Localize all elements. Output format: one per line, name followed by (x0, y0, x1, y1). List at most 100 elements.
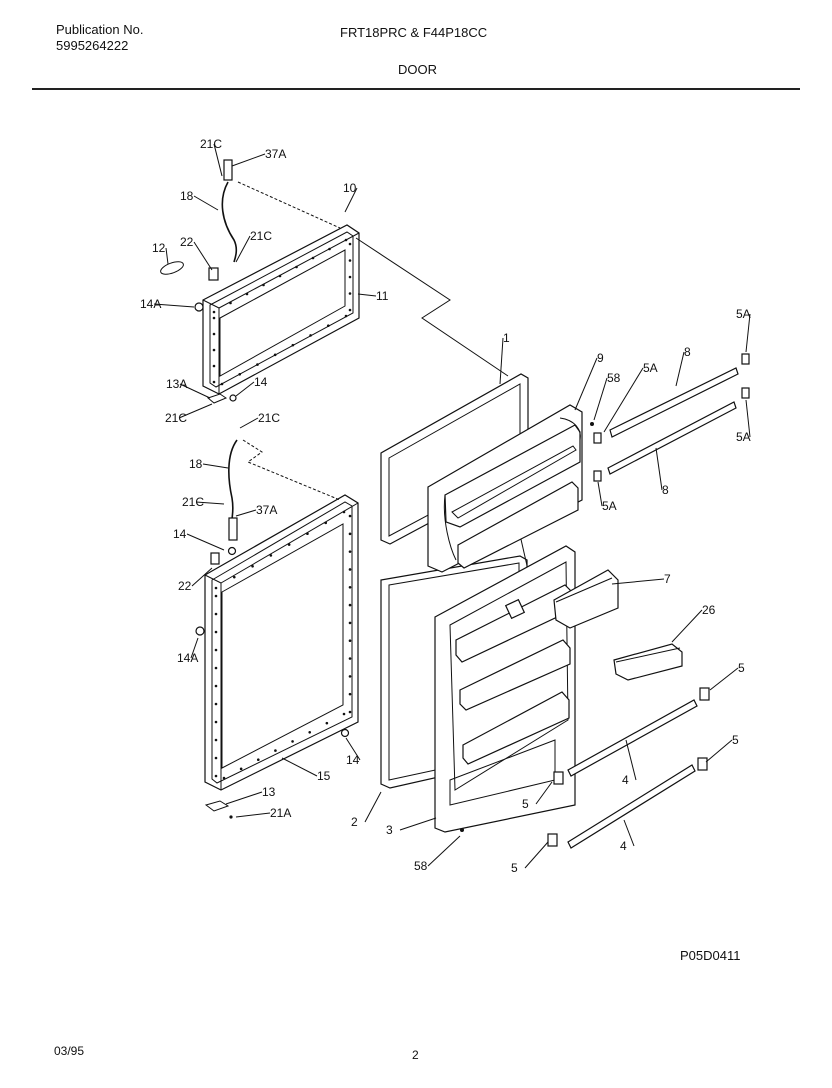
callout-58: 58 (414, 859, 428, 873)
callout-37a: 37A (265, 147, 286, 161)
callout-22: 22 (180, 235, 194, 249)
screw-hole (328, 247, 331, 251)
screw-hole (309, 334, 312, 337)
leader-line-1 (355, 237, 509, 377)
leader-26 (186, 533, 225, 551)
hinge-pin-upper (223, 159, 233, 181)
screw-hole (214, 720, 218, 724)
end-cap-5-2 (697, 757, 708, 771)
screw-14a-lower (195, 626, 205, 636)
leader-21 (655, 447, 663, 491)
leader-37 (235, 812, 271, 818)
screw-hole (214, 630, 218, 634)
leader-5 (165, 247, 169, 265)
bracket-13a (206, 393, 228, 404)
callout-18: 18 (180, 189, 194, 203)
leader-11 (235, 381, 255, 397)
screw-hole (239, 767, 243, 771)
callout-5a: 5A (736, 307, 751, 321)
callout-10: 10 (343, 181, 357, 195)
gasket-ring (160, 261, 184, 275)
publication-number: 5995264222 (56, 38, 129, 53)
trim-rail-4-lower (567, 764, 696, 849)
callout-5: 5 (522, 797, 529, 811)
screw-hole (214, 774, 218, 778)
callout-58: 58 (607, 371, 621, 385)
leader-39 (399, 817, 437, 831)
leader-6 (193, 241, 213, 271)
leader-17 (603, 367, 644, 433)
screw-58-lower (460, 828, 464, 832)
end-cap-5a-2 (741, 387, 750, 399)
callout-9: 9 (597, 351, 604, 365)
screw-hole (291, 740, 294, 743)
leader-20 (745, 399, 751, 438)
callout-5a: 5A (643, 361, 658, 375)
end-cap-5a-3 (593, 432, 602, 444)
screw-hole (214, 594, 218, 598)
screw-hole (348, 621, 352, 625)
leader-35 (625, 739, 637, 781)
end-cap-5-1 (699, 687, 710, 701)
leader-40 (535, 781, 553, 805)
screw-hole (214, 756, 218, 760)
egg-tray (613, 643, 683, 681)
leader-43 (524, 841, 549, 869)
screw-hole (245, 292, 249, 296)
hinge-pin-lower (228, 517, 238, 541)
washer-14-lower-bottom (340, 728, 350, 738)
callout-14: 14 (346, 753, 360, 767)
screw-hole (269, 554, 273, 557)
section-title: DOOR (398, 62, 437, 77)
leader-22 (597, 481, 603, 507)
leader-27 (191, 567, 213, 587)
wire-harness-lower (228, 439, 238, 521)
trim-rail-4-upper (567, 699, 698, 777)
model-numbers: FRT18PRC & F44P18CC (340, 25, 488, 40)
leader-31 (709, 667, 739, 691)
leader-28 (611, 578, 665, 585)
screw-hole (348, 675, 352, 678)
screw-hole (214, 586, 218, 590)
washer-14-upper (229, 394, 237, 402)
callout-5a: 5A (602, 499, 617, 513)
leader-lines (153, 143, 751, 869)
end-cap-5-4 (547, 833, 558, 847)
freezer-door-panel (202, 224, 360, 395)
leader-3 (193, 195, 219, 211)
callout-14a: 14A (177, 651, 198, 665)
screw-hole (344, 238, 348, 242)
screw-hole (348, 657, 352, 660)
screw-hole (256, 363, 259, 366)
leader-38 (364, 791, 382, 823)
screw-hole (212, 380, 216, 384)
screw-hole (273, 353, 277, 357)
plug-22-upper (208, 267, 219, 281)
screw-hole (348, 692, 352, 696)
screw-hole (344, 314, 348, 318)
leader-18 (675, 351, 685, 387)
leader-24 (195, 501, 225, 505)
callout-26: 26 (702, 603, 716, 617)
screw-hole (342, 712, 346, 716)
leader-41 (623, 819, 635, 847)
bracket-13 (204, 800, 230, 812)
callout-37a: 37A (256, 503, 277, 517)
screw-hole (214, 666, 218, 670)
leader-16 (593, 377, 608, 421)
screw-hole (348, 242, 352, 246)
leader-15 (574, 357, 598, 411)
callout-21c: 21C (165, 411, 187, 425)
screw-hole (348, 259, 352, 262)
screw-hole (348, 275, 352, 279)
callout-14: 14 (254, 375, 268, 389)
screw-hole (214, 684, 218, 688)
trim-rail-8-lower (607, 401, 737, 475)
callout-8: 8 (662, 483, 669, 497)
fresh-food-door-panel (204, 494, 359, 791)
screw-hole (342, 510, 346, 514)
screw-hole (256, 758, 260, 762)
screw-hole (348, 603, 352, 607)
